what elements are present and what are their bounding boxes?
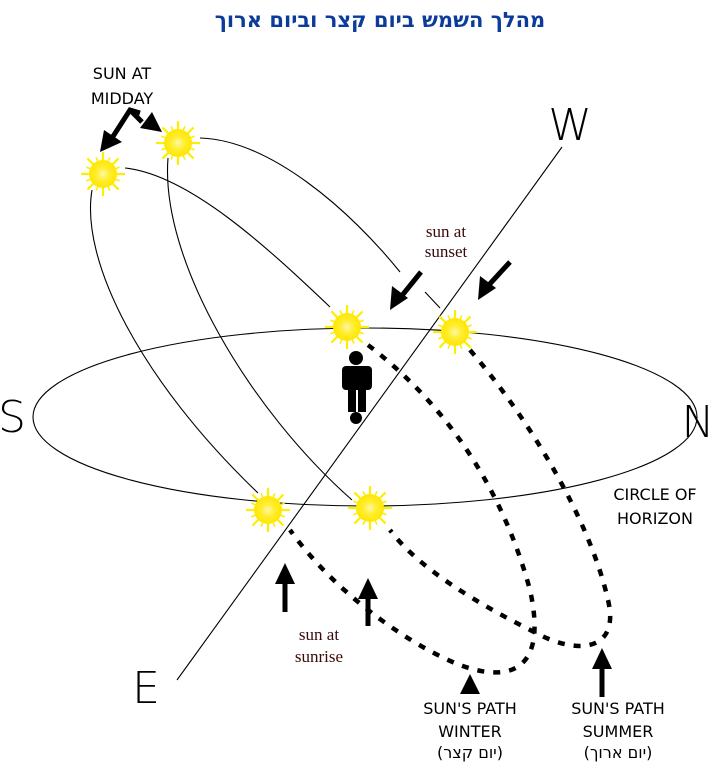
sunrise-label-line2: sunrise bbox=[295, 647, 343, 666]
sunrise-label-line1: sun at bbox=[299, 625, 339, 644]
sun-sunset-summer-icon bbox=[433, 310, 477, 354]
sun-midday-winter-icon bbox=[81, 152, 125, 196]
compass-south: S bbox=[0, 392, 26, 443]
sunrise-arrows-icon bbox=[275, 563, 378, 626]
midday-arrows-icon bbox=[100, 107, 162, 152]
horizon-label-line2: HORIZON bbox=[617, 509, 693, 528]
diagram-title: מהלך השמש ביום קצר וביום ארוך bbox=[215, 8, 545, 32]
winter-path-pointer-icon bbox=[460, 674, 480, 694]
sunset-label-line1: sun at bbox=[426, 222, 466, 241]
summer-path-pointer-icon bbox=[592, 648, 612, 697]
observer-person-icon bbox=[342, 351, 372, 424]
summer-path-arc-sunrise bbox=[166, 157, 353, 501]
summer-label-line2: SUMMER bbox=[583, 722, 654, 741]
sun-sunrise-summer-icon bbox=[348, 486, 392, 530]
sun-sunrise-winter-icon bbox=[246, 488, 290, 532]
sun-midday-summer-icon bbox=[156, 121, 200, 165]
winter-label-line2: WINTER bbox=[438, 722, 502, 741]
midday-label-line1: SUN AT bbox=[93, 64, 152, 83]
summer-path-below-horizon bbox=[388, 348, 613, 649]
compass-north: N bbox=[682, 397, 715, 448]
horizon-label-line1: CIRCLE OF bbox=[613, 485, 696, 504]
winter-path-arc-sunset bbox=[124, 167, 331, 308]
east-west-axis bbox=[176, 146, 563, 681]
summer-label-line1: SUN'S PATH bbox=[571, 699, 665, 718]
winter-label-line1: SUN'S PATH bbox=[423, 699, 517, 718]
summer-label-line3: (יום ארוך) bbox=[584, 743, 653, 762]
winter-path-below-horizon bbox=[288, 343, 537, 675]
sunset-label-line2: sunset bbox=[425, 242, 468, 261]
horizon-circle bbox=[32, 327, 698, 507]
winter-path-arc-sunrise bbox=[89, 189, 259, 494]
sunset-arrows-icon bbox=[390, 260, 512, 310]
compass-east: E bbox=[132, 663, 160, 714]
summer-path-arc-sunset-b bbox=[424, 291, 441, 309]
suns-layer bbox=[81, 121, 477, 532]
compass-west: W bbox=[548, 100, 592, 151]
midday-label-line2: MIDDAY bbox=[91, 89, 154, 108]
winter-label-line3: (יום קצר) bbox=[437, 743, 503, 762]
summer-path-arc-sunset-a bbox=[199, 137, 401, 273]
sun-sunset-winter-icon bbox=[325, 305, 369, 349]
